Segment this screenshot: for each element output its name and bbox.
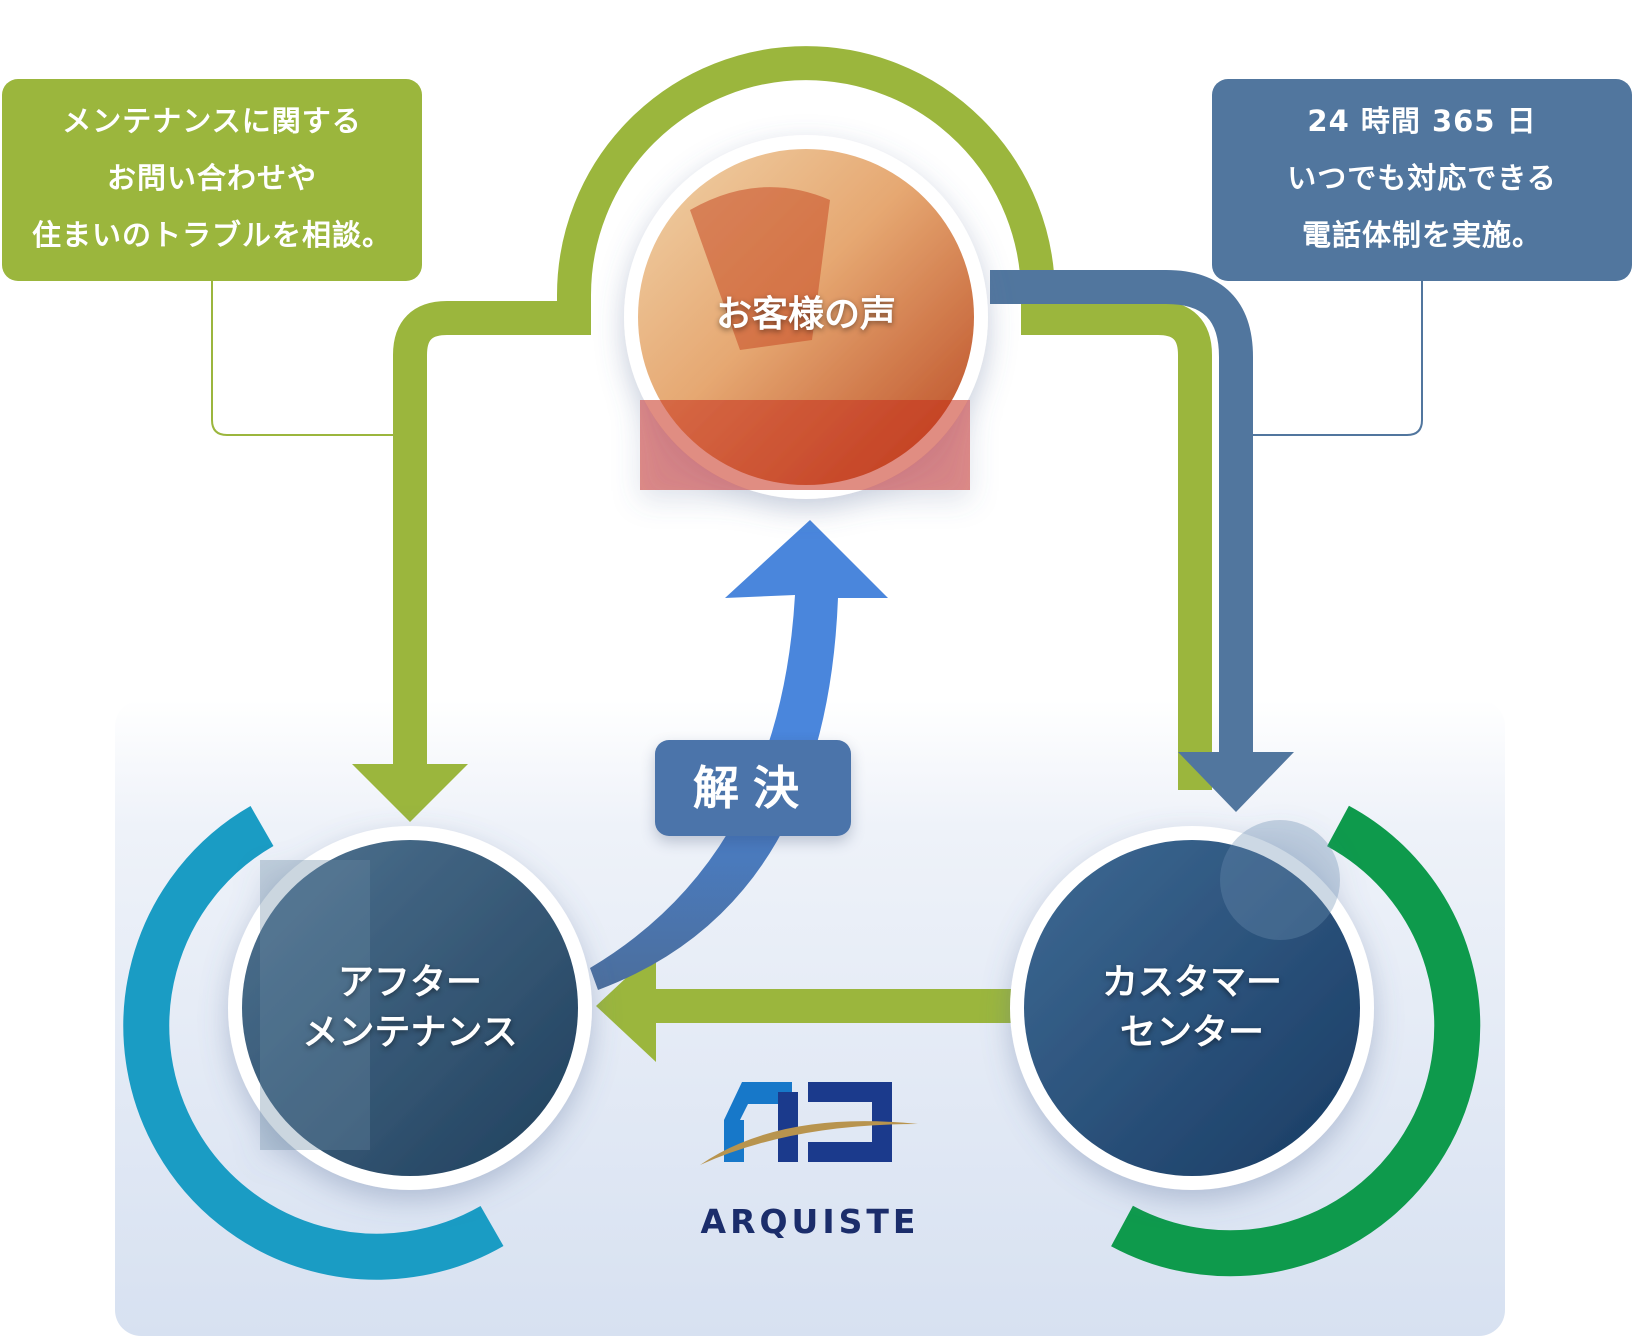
- maintenance-node-label: アフター メンテナンス: [260, 958, 560, 1058]
- right-callout-connector: [1252, 280, 1423, 436]
- blue-arrowhead-down-right: [1178, 752, 1294, 812]
- right-callout-line-2: いつでも対応できる: [1287, 161, 1557, 195]
- right-callout-line-1: 24 時間 365 日: [1307, 104, 1537, 138]
- right-callout-line-3: 電話体制を実施。: [1301, 218, 1542, 252]
- teal-ring: [123, 806, 504, 1280]
- left-callout-line-2: お問い合わせや: [106, 161, 317, 195]
- green-arrowhead-down-left: [352, 764, 468, 822]
- solve-badge: 解決: [655, 740, 851, 836]
- center-label-line-1: カスタマー: [1101, 962, 1282, 1003]
- green-ring: [1111, 805, 1481, 1277]
- green-arrowhead-left: [596, 950, 656, 1062]
- customer-node: [624, 135, 988, 499]
- maintenance-node: [228, 826, 592, 1190]
- center-label-line-2: センター: [1119, 1012, 1264, 1053]
- center-node: [1010, 820, 1374, 1190]
- arquiste-logo-mark: [700, 1082, 918, 1165]
- right-callout: 24 時間 365 日 いつでも対応できる 電話体制を実施。: [1212, 79, 1632, 281]
- customer-node-label: お客様の声: [656, 290, 956, 340]
- left-callout-line-3: 住まいのトラブルを相談。: [31, 218, 392, 252]
- left-callout-connector: [211, 280, 395, 436]
- solve-arrow: [590, 520, 888, 990]
- left-callout: メンテナンスに関する お問い合わせや 住まいのトラブルを相談。: [2, 79, 422, 281]
- blue-flow-right: [990, 270, 1253, 760]
- maintenance-label-line-1: アフター: [337, 962, 482, 1003]
- left-callout-line-1: メンテナンスに関する: [62, 104, 362, 138]
- center-node-label: カスタマー センター: [1042, 958, 1342, 1058]
- customer-label-line-1: お客様の声: [715, 294, 896, 335]
- maintenance-label-line-2: メンテナンス: [302, 1012, 518, 1053]
- logo-wordmark: ARQUISTE: [700, 1202, 920, 1241]
